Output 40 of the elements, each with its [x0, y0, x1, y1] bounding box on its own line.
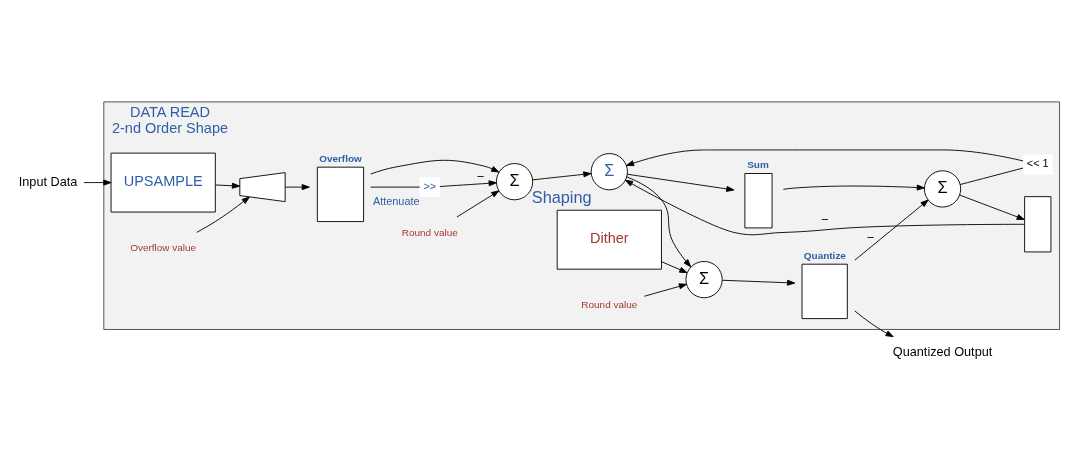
- arrow: [959, 194, 1025, 220]
- node-circle: Σ: [923, 170, 962, 208]
- arrow: [626, 176, 692, 268]
- node-label: Shaping: [531, 187, 592, 206]
- node-box: >>: [419, 177, 441, 198]
- arrow: [456, 190, 500, 218]
- arrow: [854, 199, 929, 261]
- node-label: Sum: [747, 158, 769, 170]
- node-circle: Σ: [590, 153, 628, 191]
- node-box: [1024, 196, 1052, 253]
- connector: [959, 167, 1024, 185]
- arrow: [721, 279, 796, 286]
- arrow: [854, 310, 894, 338]
- arrow: [83, 179, 112, 186]
- node-text: Input Data: [18, 174, 78, 189]
- arrow: [439, 180, 497, 187]
- edge-label: −: [866, 230, 875, 245]
- node-label: Attenuate: [372, 195, 420, 208]
- node-label: Overflow: [319, 152, 362, 164]
- node-box: UPSAMPLE: [110, 152, 216, 213]
- node-text: Quantized Output: [892, 345, 993, 360]
- node-text: Overflow value: [130, 242, 197, 254]
- arrow: [782, 184, 925, 191]
- node-box: Dither: [556, 209, 662, 270]
- node-box: << 1: [1022, 154, 1053, 175]
- arrow: [532, 171, 592, 181]
- node-text: Round value: [581, 299, 638, 311]
- arrow: [661, 261, 688, 274]
- arrow: [370, 159, 500, 175]
- arrow: [284, 184, 310, 191]
- node-label: Quantize: [803, 249, 846, 261]
- arrow: [196, 196, 250, 233]
- edge-label: −: [476, 169, 485, 184]
- arrow: [625, 149, 1024, 167]
- arrow: [214, 182, 241, 189]
- arrow: [643, 283, 687, 297]
- arrow: [626, 173, 735, 192]
- arrow: [624, 179, 1025, 236]
- edge-label: −: [820, 213, 829, 228]
- node-text: Round value: [401, 226, 458, 238]
